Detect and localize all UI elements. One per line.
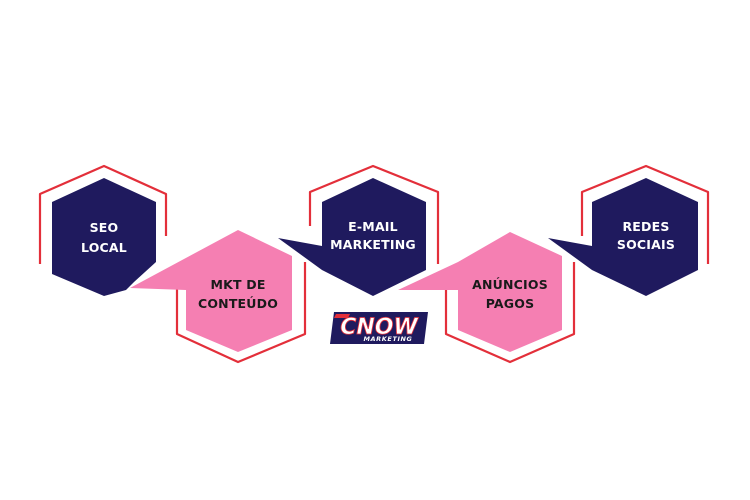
label-email-marketing-line2: MARKETING (330, 237, 416, 252)
outline-redes-sociais (580, 164, 710, 264)
outline-mkt-conteudo (175, 262, 307, 364)
hexagon-redes-sociais (548, 178, 698, 296)
label-anuncios-pagos-line1: ANÚNCIOS (472, 277, 548, 292)
cnow-marketing-logo: CNOW MARKETING (330, 312, 428, 344)
label-redes-sociais-line2: SOCIAIS (617, 237, 675, 252)
outline-anuncios-pagos (444, 262, 576, 364)
outline-email-marketing (308, 164, 440, 264)
logo-wordmark: CNOW (340, 315, 419, 340)
logo-badge (330, 312, 428, 344)
label-redes-sociais-line1: REDES (622, 219, 669, 234)
label-mkt-conteudo-line1: MKT DE (210, 277, 265, 292)
hexagon-mkt-conteudo (130, 230, 292, 352)
outline-seo-local (38, 164, 168, 264)
logo-stripe (334, 314, 350, 318)
logo-subtitle: MARKETING (363, 335, 412, 343)
label-email-marketing-line1: E-MAIL (348, 219, 398, 234)
hexagon-email-marketing (278, 178, 426, 296)
label-mkt-conteudo-line2: CONTEÚDO (198, 296, 278, 311)
hexagon-seo-local (52, 178, 156, 296)
label-seo-local-line2: LOCAL (81, 240, 127, 255)
hexagon-anuncios-pagos (398, 232, 562, 352)
label-anuncios-pagos-line2: PAGOS (486, 296, 535, 311)
label-seo-local-line1: SEO (90, 220, 119, 235)
